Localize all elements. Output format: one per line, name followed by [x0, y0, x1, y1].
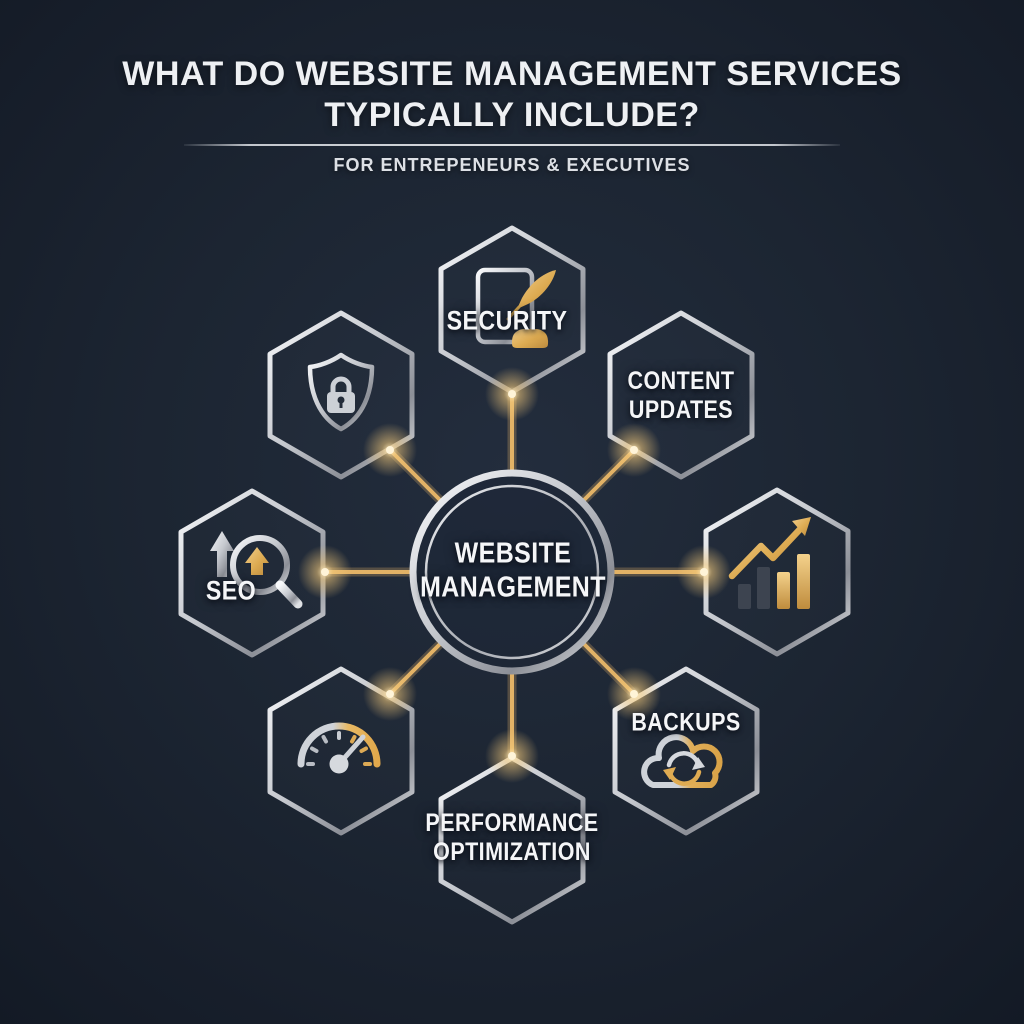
- label-security: SECURITY: [446, 305, 568, 336]
- hexagon-seo: [178, 488, 326, 658]
- label-content-updates: CONTENT UPDATES: [627, 367, 735, 424]
- speedometer-icon: [297, 722, 381, 774]
- center-hub: [409, 469, 615, 675]
- page-title: WHAT DO WEBSITE MANAGEMENT SERVICES TYPI…: [122, 55, 902, 134]
- sparkle: [363, 423, 417, 477]
- document-quill-icon: [475, 267, 556, 348]
- label-seo: SEO: [205, 575, 257, 606]
- sparkle: [298, 545, 352, 599]
- sparkle: [363, 667, 417, 721]
- sparkle: [485, 367, 539, 421]
- shield-lock-icon: [307, 352, 375, 432]
- cloud-sync-icon: [641, 734, 723, 788]
- growth-chart-icon: [728, 517, 811, 609]
- sparkle: [485, 729, 539, 783]
- sparkle: [607, 423, 661, 477]
- header: WHAT DO WEBSITE MANAGEMENT SERVICES TYPI…: [0, 54, 1024, 176]
- label-backups: BACKUPS: [631, 708, 741, 737]
- label-performance: PERFORMANCE OPTIMIZATION: [425, 809, 599, 866]
- page-subtitle: FOR ENTREPENEURS & EXECUTIVES: [333, 154, 691, 175]
- sparkle: [677, 545, 731, 599]
- hexagon-performance: [438, 755, 586, 925]
- title-divider: [184, 143, 840, 146]
- center-hub-label: WEBSITE MANAGEMENT: [420, 537, 606, 603]
- seo-magnifier-arrows-icon: [210, 531, 303, 609]
- hexagon-growth: [703, 487, 851, 657]
- hexagon-content-updates: [607, 310, 755, 480]
- hexagon-shield: [267, 310, 415, 480]
- hexagon-speedometer: [267, 666, 415, 836]
- sparkle: [607, 667, 661, 721]
- sparkle-glows: [298, 367, 731, 783]
